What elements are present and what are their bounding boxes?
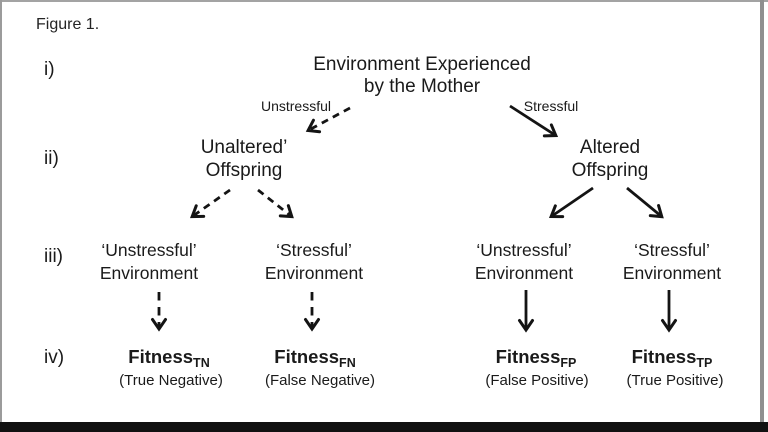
node-fitness-fp: FitnessFP — [496, 346, 577, 370]
branch-label-stressful: Stressful — [523, 98, 579, 114]
fitness-tp-base: Fitness — [631, 346, 697, 367]
caption-true-positive: (True Positive) — [626, 372, 724, 389]
arrow-unaltered-to-stressful-icon — [257, 188, 294, 219]
frame-edge-left — [0, 0, 2, 432]
arrow-unaltered-to-unstressful-icon — [190, 188, 231, 219]
node-environment-4-line2: Environment — [622, 262, 722, 283]
fitness-tp-subscript: TP — [696, 356, 713, 370]
arrow-altered-to-unstressful-icon — [548, 186, 594, 219]
node-fitness-tn: FitnessTN — [128, 346, 209, 370]
node-environment-4: ‘Stressful’ Environment — [623, 239, 721, 284]
fitness-fp-subscript: FP — [560, 356, 577, 370]
node-environment-2: ‘Stressful’ Environment — [265, 239, 363, 284]
figure-label: Figure 1. — [36, 16, 100, 33]
node-environment-3-line2: Environment — [474, 262, 574, 283]
node-environment-1-line1: ‘Unstressful’ — [101, 240, 197, 260]
node-environment-1-line2: Environment — [99, 262, 199, 283]
node-environment-2-line1: ‘Stressful’ — [276, 240, 352, 260]
row-numeral-iii: iii) — [44, 246, 63, 267]
fitness-tn-subscript: TN — [193, 356, 210, 370]
caption-false-negative: (False Negative) — [264, 372, 376, 389]
node-altered-offspring-line2: Offspring — [571, 160, 649, 181]
node-environment-3: ‘Unstressful’ Environment — [475, 239, 573, 284]
diagram-title: Environment Experienced by the Mother — [313, 54, 531, 97]
branch-label-unstressful: Unstressful — [260, 98, 332, 114]
row-numeral-ii: ii) — [44, 148, 59, 169]
arrow-altered-to-stressful-icon — [626, 186, 664, 219]
node-unaltered-offspring-line2: Offspring — [205, 160, 283, 181]
diagram-title-line1: Environment Experienced — [313, 54, 531, 75]
node-environment-2-line2: Environment — [264, 262, 364, 283]
fitness-fn-subscript: FN — [339, 356, 356, 370]
fitness-fn-base: Fitness — [274, 346, 340, 367]
caption-true-negative: (True Negative) — [119, 372, 223, 389]
frame-edge-top — [0, 0, 768, 2]
node-environment-4-line1: ‘Stressful’ — [634, 240, 710, 260]
row-numeral-iv: iv) — [44, 347, 65, 368]
arrow-unstressful-branch-icon — [305, 106, 351, 134]
frame-edge-bottom — [0, 422, 768, 432]
node-environment-1: ‘Unstressful’ Environment — [100, 239, 198, 284]
row-numeral-i: i) — [44, 59, 55, 80]
node-unaltered-offspring-line1: Unaltered’ — [200, 137, 288, 158]
caption-false-positive: (False Positive) — [485, 372, 589, 389]
frame-edge-right — [760, 0, 764, 432]
node-fitness-fn: FitnessFN — [274, 346, 355, 370]
node-altered-offspring-line1: Altered — [579, 137, 641, 158]
node-environment-3-line1: ‘Unstressful’ — [476, 240, 572, 260]
arrow-stressful-branch-icon — [509, 104, 559, 138]
fitness-tn-base: Fitness — [128, 346, 194, 367]
diagram-title-line2: by the Mother — [363, 75, 481, 97]
fitness-fp-base: Fitness — [495, 346, 561, 367]
node-altered-offspring: Altered Offspring — [572, 136, 649, 182]
node-fitness-tp: FitnessTP — [632, 346, 713, 370]
node-unaltered-offspring: Unaltered’ Offspring — [201, 136, 288, 182]
